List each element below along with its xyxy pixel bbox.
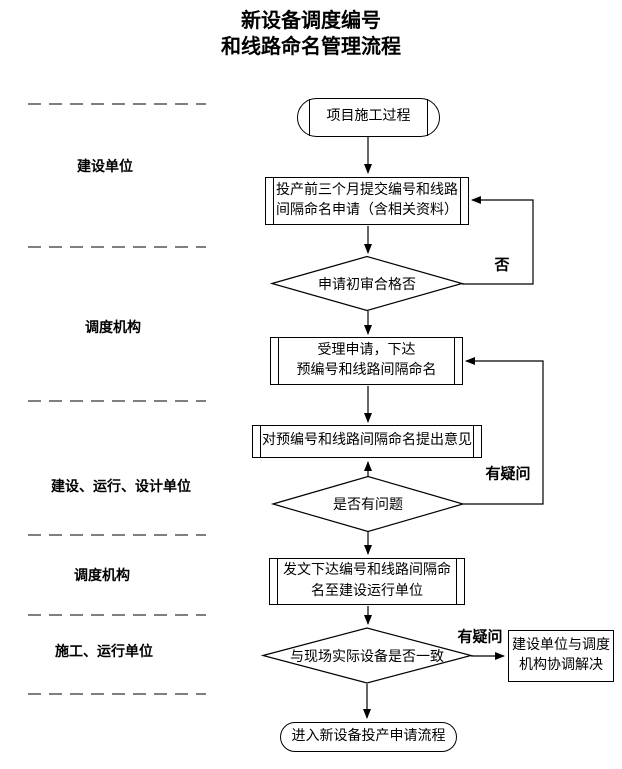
decision-consistent-label: 与现场实际设备是否一致 xyxy=(290,650,444,665)
node-coordinate-resolve: 建设单位与调度 机构协调解决 xyxy=(508,630,614,682)
lane-divider-4 xyxy=(28,534,206,536)
lane-divider-3 xyxy=(28,400,206,402)
lane-label-construction-unit: 建设单位 xyxy=(77,160,133,175)
opinion-right-inner-line xyxy=(473,426,474,457)
accept-right-inner-line xyxy=(454,338,455,384)
node-issue-line1: 发文下达编号和线路间隔命 xyxy=(283,563,451,579)
node-submit-application: 投产前三个月提交编号和线路 间隔命名申请（含相关资料） xyxy=(265,177,469,225)
lane-divider-5 xyxy=(28,614,206,616)
lane-divider-6 xyxy=(28,693,206,695)
decision-review-label: 申请初审合格否 xyxy=(318,278,416,293)
issue-left-inner-line xyxy=(277,559,278,604)
page-title-line1: 新设备调度编号 xyxy=(241,10,381,32)
connector-problem-doubt-loop xyxy=(463,357,544,505)
node-issue-line2: 名至建设运行单位 xyxy=(311,583,423,599)
submit-left-inner-line xyxy=(273,178,274,224)
lane-divider-2 xyxy=(28,246,206,248)
decision-problem-label: 是否有问题 xyxy=(333,498,403,513)
opinion-left-inner-line xyxy=(260,426,261,457)
issue-right-inner-line xyxy=(456,559,457,604)
start-left-inner-line xyxy=(309,99,310,136)
submit-right-inner-line xyxy=(460,178,461,224)
page-title: 新设备调度编号 和线路命名管理流程 xyxy=(0,8,622,61)
page-title-line2: 和线路命名管理流程 xyxy=(221,36,401,59)
lane-label-construction-operation-units: 施工、运行单位 xyxy=(55,645,153,660)
lane-divider-1 xyxy=(28,103,206,105)
node-submit-line2: 间隔命名申请（含相关资料） xyxy=(276,203,458,218)
accept-left-inner-line xyxy=(278,338,279,384)
edge-label-doubt-1: 有疑问 xyxy=(485,466,531,483)
node-accept-application: 受理申请，下达 预编号和线路间隔命名 xyxy=(270,337,463,385)
lane-label-dispatch-org-2: 调度机构 xyxy=(74,569,130,584)
connector-review-no-loop xyxy=(462,196,534,285)
node-coordinate-line1: 建设单位与调度 xyxy=(512,637,610,653)
lane-label-construction-operation-design-units: 建设、运行、设计单位 xyxy=(51,480,191,495)
node-issue-document: 发文下达编号和线路间隔命 名至建设运行单位 xyxy=(269,558,465,605)
node-accept-line1: 受理申请，下达 xyxy=(317,342,416,358)
node-coordinate-line2: 机构协调解决 xyxy=(519,658,603,673)
lane-label-dispatch-org-1: 调度机构 xyxy=(85,321,141,336)
node-end: 进入新设备投产申请流程 xyxy=(280,722,457,752)
node-accept-line2: 预编号和线路间隔命名 xyxy=(296,363,437,378)
node-submit-line1: 投产前三个月提交编号和线路 xyxy=(276,182,458,198)
node-opinion: 对预编号和线路间隔命名提出意见 xyxy=(252,425,482,458)
node-end-label: 进入新设备投产申请流程 xyxy=(291,728,446,744)
decision-problem-diamond xyxy=(270,475,466,533)
node-start-label: 项目施工过程 xyxy=(326,109,411,125)
edge-label-doubt-2: 有疑问 xyxy=(457,629,503,646)
edge-label-no: 否 xyxy=(494,257,510,274)
node-start: 项目施工过程 xyxy=(297,98,440,137)
start-right-inner-line xyxy=(427,99,428,136)
decision-consistent-diamond xyxy=(260,627,474,684)
decision-review-diamond xyxy=(269,255,465,312)
node-opinion-label: 对预编号和线路间隔命名提出意见 xyxy=(262,433,472,449)
